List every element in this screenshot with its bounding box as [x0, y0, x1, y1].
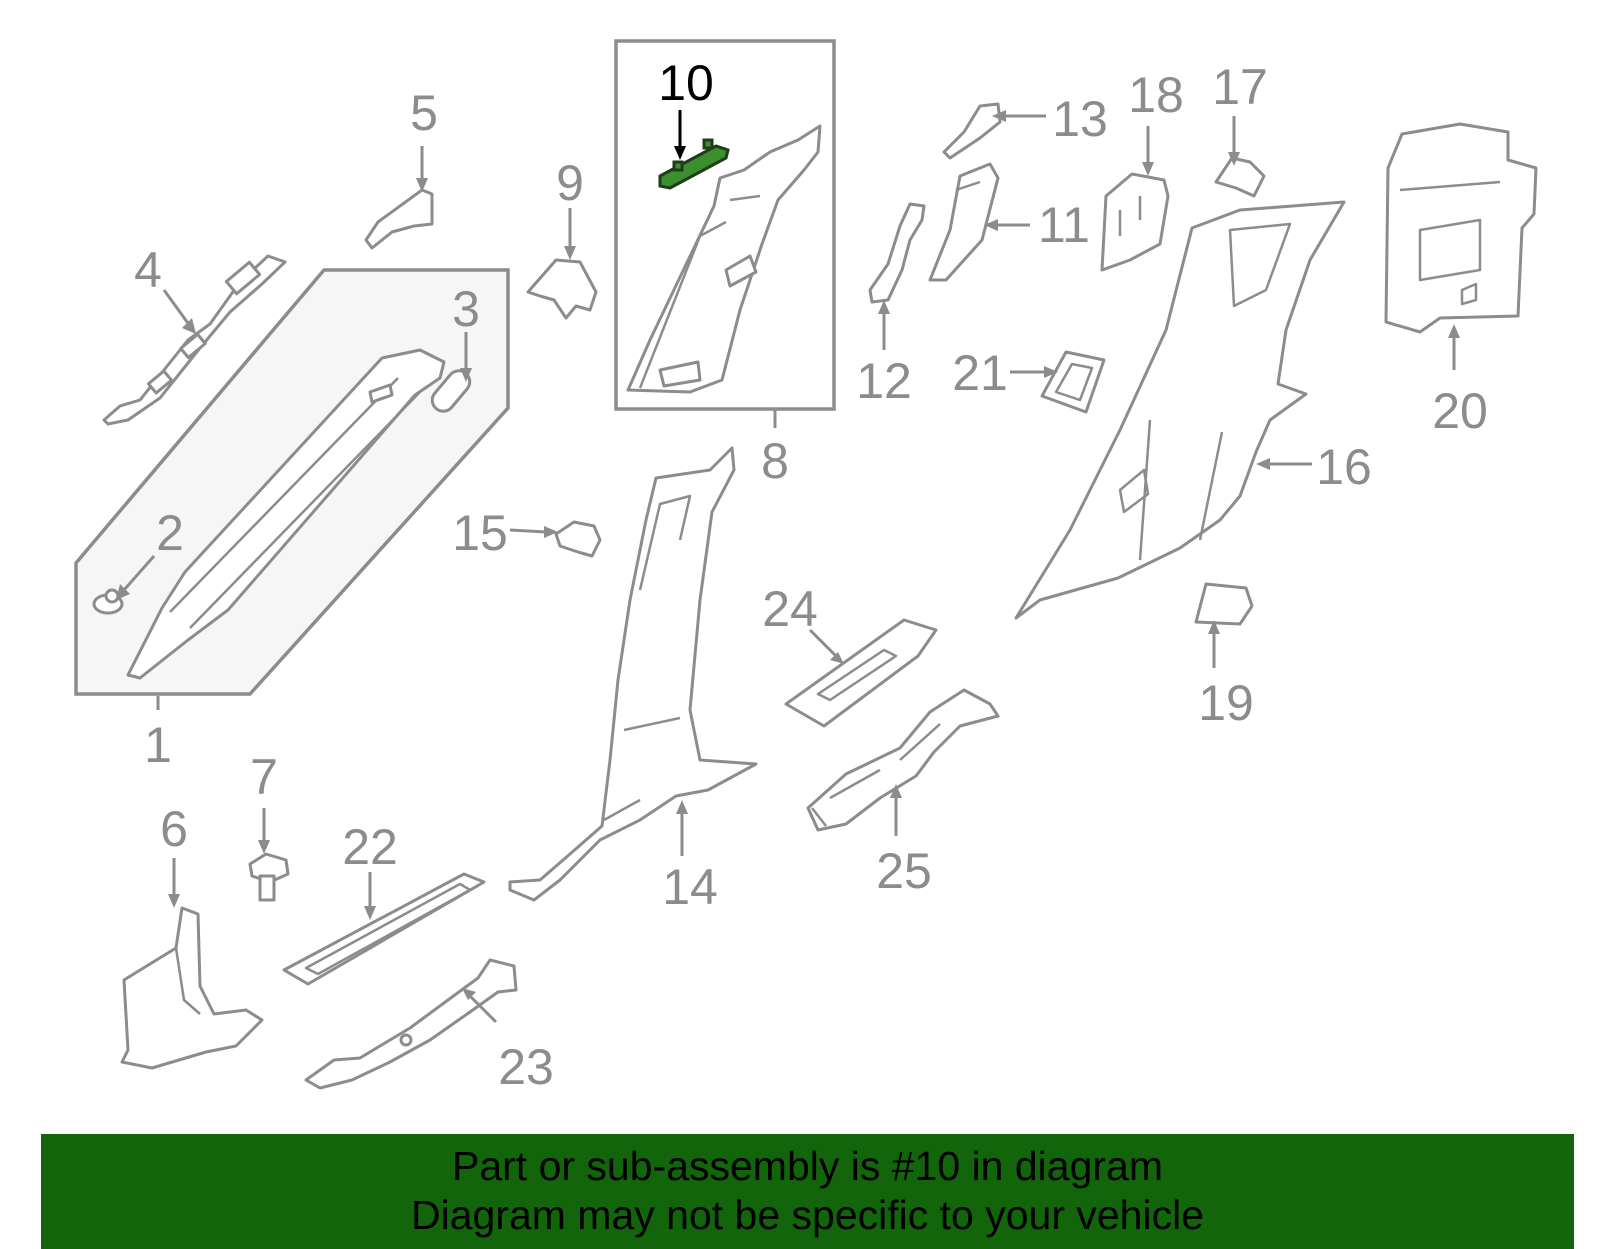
part-23-reinforcement [304, 958, 518, 1090]
part-21-grommet [1040, 350, 1106, 414]
callout-label-6: 6 [160, 801, 188, 857]
part-4-clip-a [179, 332, 207, 360]
part-23-hole [399, 1033, 413, 1047]
callout-label-3: 3 [452, 281, 480, 337]
callout-label-13: 13 [1052, 91, 1108, 147]
part-8-recess [724, 254, 758, 288]
part-4-clip-b [146, 369, 174, 395]
part-18-bracket [1100, 172, 1170, 272]
part-19-cap [1194, 582, 1254, 626]
part-24-slot [816, 648, 898, 702]
callout-label-18: 18 [1128, 67, 1184, 123]
part-1-groove [169, 377, 421, 629]
part-1-slot [368, 383, 394, 404]
part-9-bracket [526, 258, 598, 320]
part-13-clip [942, 102, 1002, 160]
callout-label-1: 1 [144, 717, 172, 773]
part-4-connector [224, 260, 262, 296]
part-16-detail [1118, 222, 1292, 561]
part-16-quarter-trim [1014, 200, 1346, 620]
part-21-inner [1054, 362, 1094, 402]
part-6-kick-panel [120, 906, 264, 1070]
part-6-fold [174, 947, 201, 1015]
part-11-edge [955, 180, 981, 192]
callout-label-11: 11 [1038, 197, 1090, 253]
part-7-bolt-shank [258, 874, 276, 902]
callout-label-19: 19 [1198, 675, 1254, 731]
callout-label-4: 4 [134, 242, 162, 298]
callout-label-17: 17 [1212, 59, 1268, 115]
callout-label-23: 23 [498, 1039, 554, 1095]
leader-lines [122, 110, 1456, 1024]
callout-label-21: 21 [952, 345, 1008, 401]
callout-label-7: 7 [250, 749, 278, 805]
part-10-highlighted[interactable] [658, 144, 730, 190]
part-10-tab-a [672, 160, 684, 172]
callout-label-24: 24 [762, 581, 818, 637]
callout-label-8: 8 [761, 433, 789, 489]
part-15-clip [554, 520, 602, 558]
part-5-bracket [364, 188, 434, 250]
callout-label-22: 22 [342, 819, 398, 875]
part-12-bracket [868, 202, 926, 304]
part-2-clip-head [104, 588, 120, 604]
part-1-pillar-trim [126, 348, 446, 680]
footer-banner: Part or sub-assembly is #10 in diagram D… [41, 1134, 1574, 1249]
footer-line-2: Diagram may not be specific to your vehi… [410, 1192, 1204, 1238]
part-8-foot [658, 360, 702, 388]
part-24-step-plate [784, 618, 938, 728]
part-22-inner [304, 882, 472, 976]
callout-label-5: 5 [410, 85, 438, 141]
part-10-tab-b [702, 138, 714, 150]
callout-label-20: 20 [1432, 383, 1488, 439]
part-22-sill-plate [282, 872, 486, 986]
part-25-detail [811, 723, 941, 827]
part-18-holes [1118, 196, 1142, 236]
part-14-inner [603, 494, 692, 822]
part-8-edge [638, 194, 761, 389]
callout-label-9: 9 [556, 155, 584, 211]
part-25-bracket [806, 688, 1000, 832]
callout-label-25: 25 [876, 843, 932, 899]
part-17-clip [1214, 156, 1266, 198]
callout-label-12: 12 [856, 353, 912, 409]
footer-line-1: Part or sub-assembly is #10 in diagram [452, 1143, 1163, 1189]
callout-label-10[interactable]: 10 [658, 55, 714, 111]
part-14-pillar-trim [508, 446, 758, 902]
part-8-upper-trim [626, 124, 822, 394]
callout-label-14: 14 [662, 859, 718, 915]
part-20-detail [1399, 180, 1501, 306]
part-11-bracket [928, 162, 1000, 282]
callout-label-2: 2 [156, 505, 184, 561]
arrowheads [116, 110, 1460, 1000]
callout-label-16: 16 [1316, 439, 1372, 495]
callout-label-15: 15 [452, 505, 508, 561]
